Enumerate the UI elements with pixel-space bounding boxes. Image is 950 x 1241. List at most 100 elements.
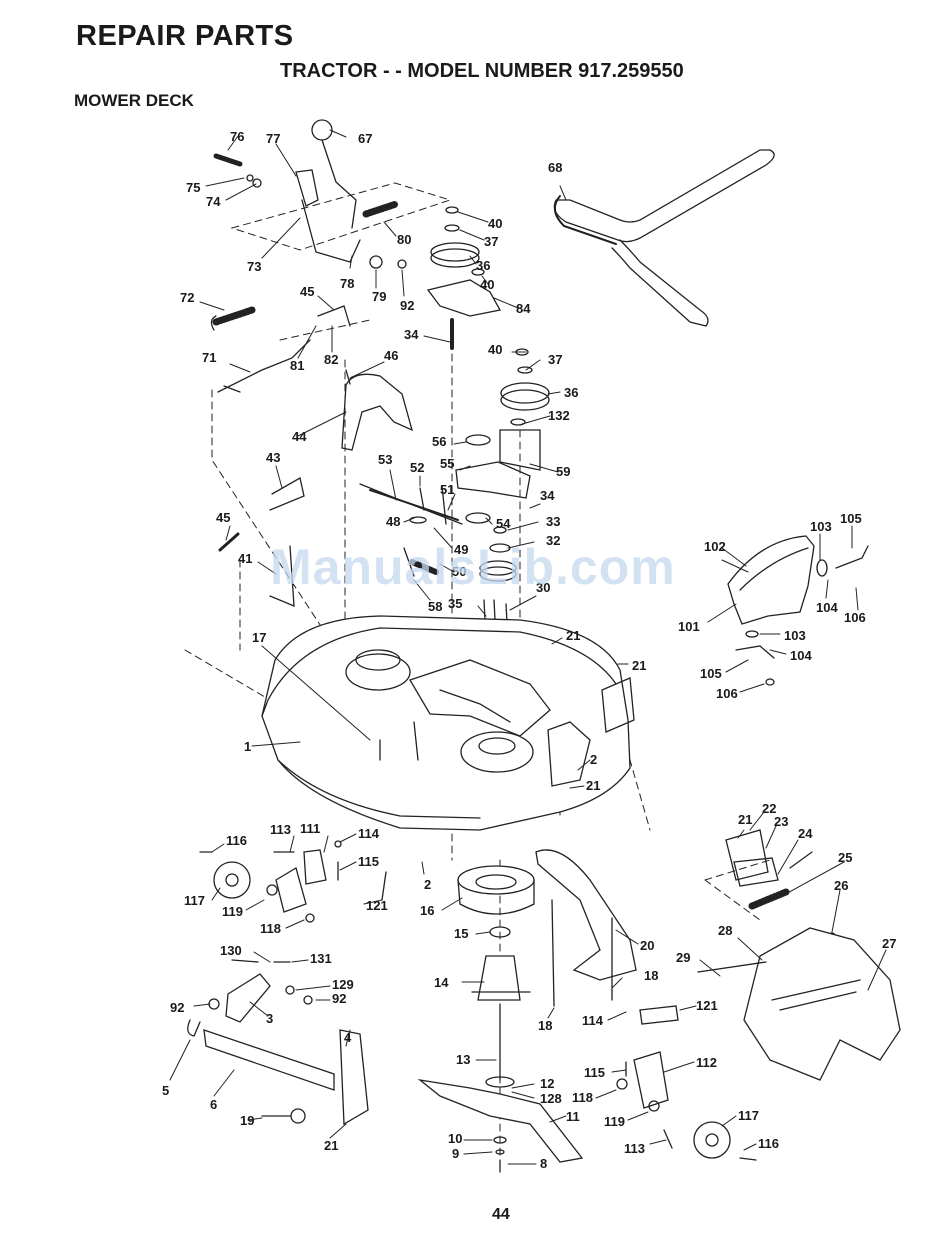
callout-28: 28 [718, 923, 732, 938]
callout-72: 72 [180, 290, 194, 305]
callout-9: 9 [452, 1146, 459, 1161]
callout-67: 67 [358, 131, 372, 146]
callout-36: 36 [476, 258, 490, 273]
lift-link [203, 1029, 335, 1091]
callout-118: 118 [572, 1090, 593, 1105]
callout-102: 102 [704, 539, 726, 554]
callout-53: 53 [378, 452, 392, 467]
section-heading: MOWER DECK [74, 91, 194, 110]
callout-111: 111 [300, 821, 320, 836]
callout-1: 1 [244, 739, 251, 754]
callout-4: 4 [344, 1030, 352, 1045]
callout-2: 2 [424, 877, 431, 892]
mower-deck-housing [261, 615, 635, 831]
callout-101: 101 [678, 619, 700, 634]
callout-114: 114 [582, 1013, 604, 1028]
callout-113: 113 [270, 822, 291, 837]
callout-54: 54 [496, 516, 511, 531]
callout-105: 105 [700, 666, 722, 681]
callout-45: 45 [216, 510, 230, 525]
belt-guard [341, 373, 413, 451]
callout-119: 119 [222, 904, 243, 919]
callout-106: 106 [716, 686, 738, 701]
callout-21: 21 [738, 812, 752, 827]
callout-117: 117 [184, 893, 205, 908]
callout-121: 121 [696, 998, 718, 1013]
callout-92: 92 [170, 1000, 184, 1015]
callout-71: 71 [202, 350, 216, 365]
callout-48: 48 [386, 514, 400, 529]
page-title: REPAIR PARTS [76, 20, 294, 52]
callout-92: 92 [332, 991, 346, 1006]
callout-44: 44 [292, 429, 307, 444]
callout-34: 34 [540, 488, 555, 503]
callout-32: 32 [546, 533, 560, 548]
callout-119: 119 [604, 1114, 625, 1129]
callout-115: 115 [584, 1065, 605, 1080]
page-number: 44 [492, 1206, 510, 1223]
callout-21: 21 [324, 1138, 338, 1153]
callout-92: 92 [400, 298, 414, 313]
callout-14: 14 [434, 975, 449, 990]
callout-36: 36 [564, 385, 578, 400]
callout-130: 130 [220, 943, 242, 958]
callout-18: 18 [538, 1018, 552, 1033]
callout-80: 80 [397, 232, 411, 247]
callout-74: 74 [206, 194, 221, 209]
callout-33: 33 [546, 514, 560, 529]
belt-guide [535, 849, 637, 981]
callout-10: 10 [448, 1131, 462, 1146]
handle-knob [311, 119, 333, 141]
callout-35: 35 [448, 596, 462, 611]
callout-6: 6 [210, 1097, 217, 1112]
upper-idler-pulley [426, 206, 502, 350]
callout-26: 26 [834, 878, 848, 893]
callout-23: 23 [774, 814, 788, 829]
callout-103: 103 [784, 628, 806, 643]
callout-50: 50 [452, 564, 466, 579]
callout-58: 58 [428, 599, 442, 614]
callout-79: 79 [372, 289, 386, 304]
callout-labels: 67 76 77 75 74 73 80 78 79 92 68 40 37 3… [162, 129, 896, 1171]
callout-75: 75 [186, 180, 200, 195]
callout-84: 84 [516, 301, 531, 316]
callout-24: 24 [798, 826, 813, 841]
callout-2: 2 [590, 752, 597, 767]
callout-12: 12 [540, 1076, 554, 1091]
callout-45: 45 [300, 284, 314, 299]
callout-21: 21 [632, 658, 646, 673]
callout-21: 21 [586, 778, 600, 793]
callout-11: 11 [566, 1109, 580, 1124]
callout-129: 129 [332, 977, 354, 992]
mower-blade [417, 1078, 584, 1163]
callout-37: 37 [484, 234, 498, 249]
callout-103: 103 [810, 519, 832, 534]
callout-116: 116 [226, 833, 247, 848]
callout-51: 51 [440, 482, 454, 497]
discharge-chute [727, 535, 815, 625]
callout-41: 41 [238, 551, 252, 566]
callout-115: 115 [358, 854, 379, 869]
callout-81: 81 [290, 358, 304, 373]
callout-18: 18 [644, 968, 658, 983]
callout-17: 17 [252, 630, 266, 645]
gauge-wheel-left [213, 861, 251, 899]
callout-76: 76 [230, 129, 244, 144]
callout-43: 43 [266, 450, 280, 465]
callout-37: 37 [548, 352, 562, 367]
lower-idler-pulley [499, 348, 550, 471]
callout-104: 104 [816, 600, 838, 615]
callout-20: 20 [640, 938, 654, 953]
callout-8: 8 [540, 1156, 547, 1171]
callout-15: 15 [454, 926, 468, 941]
callout-16: 16 [420, 903, 434, 918]
callout-118: 118 [260, 921, 281, 936]
callout-116: 116 [758, 1136, 779, 1151]
callout-113: 113 [624, 1141, 645, 1156]
callout-121: 121 [366, 898, 388, 913]
callout-27: 27 [882, 936, 896, 951]
watermark: ManualsLib.com [270, 539, 676, 595]
callout-13: 13 [456, 1052, 470, 1067]
callout-52: 52 [410, 460, 424, 475]
callout-114: 114 [358, 826, 380, 841]
